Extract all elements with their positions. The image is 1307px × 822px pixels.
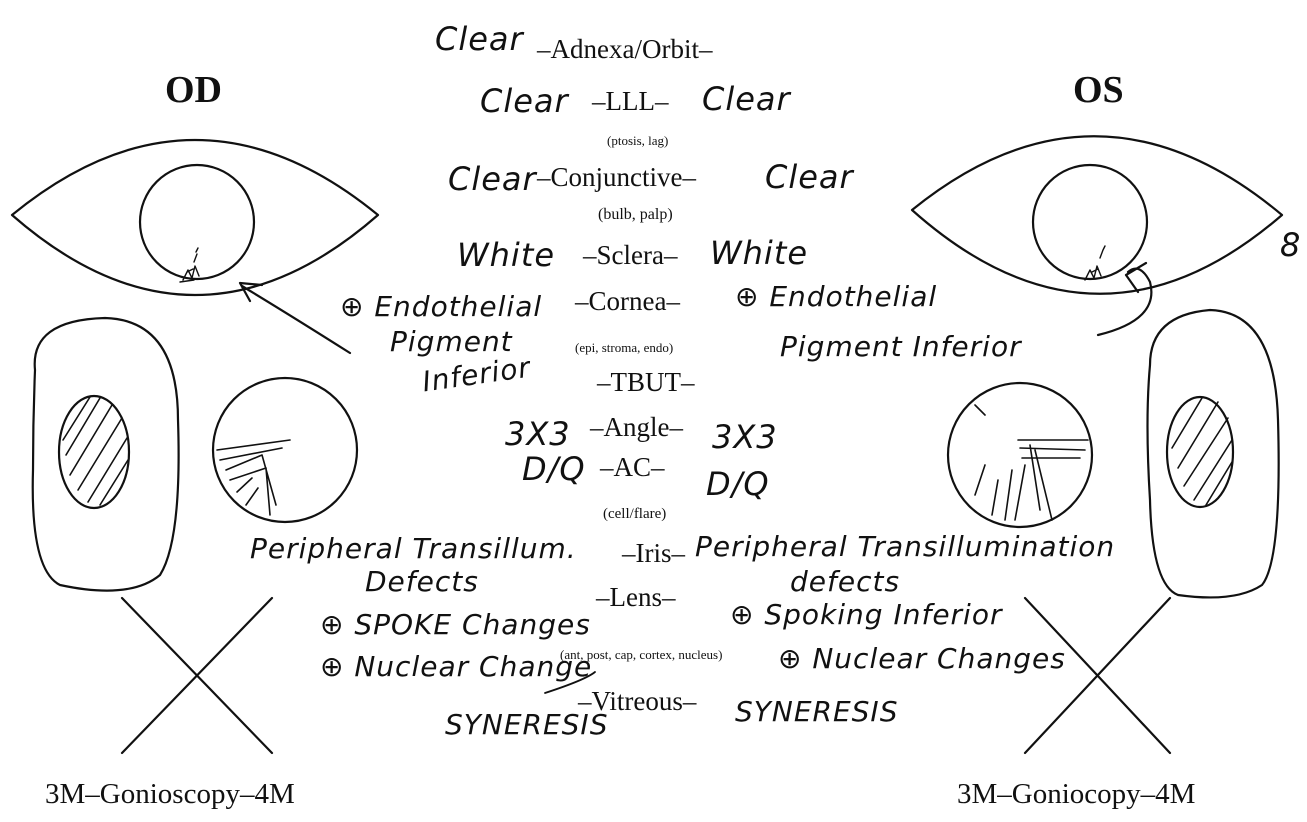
od-eye-outline [12, 140, 378, 295]
lll-od-value: Clear [480, 82, 569, 120]
lll-sublabel: (ptosis, lag) [607, 133, 668, 149]
lll-os-value: Clear [702, 80, 791, 118]
cornea-sublabel: (epi, stroma, endo) [575, 340, 673, 356]
iris-od-line1: Peripheral Transillum. [250, 532, 577, 565]
ac-label: –AC– [600, 452, 665, 483]
vitreous-od-value: SYNERESIS [445, 708, 608, 741]
lens-label: –Lens– [596, 582, 675, 613]
cornea-os-line2: Pigment Inferior [780, 330, 1022, 363]
vitreous-os-value: SYNERESIS [735, 695, 898, 728]
cornea-od-line1: ⊕ Endothelial [340, 290, 542, 323]
os-arrowhead [1126, 263, 1146, 292]
angle-os-value: 3X3 [712, 418, 778, 456]
lens-od-line2: ⊕ Nuclear Change [320, 650, 592, 683]
sclera-label: –Sclera– [583, 240, 677, 271]
margin-mark: 8 [1280, 226, 1301, 264]
os-cornea-circle [1033, 165, 1147, 279]
conjunctive-sublabel: (bulb, palp) [598, 206, 673, 224]
conj-od-value: Clear [448, 160, 537, 198]
gonioscopy-od-footer: 3M–Gonioscopy–4M [45, 778, 295, 811]
od-vitreous-cross [122, 598, 272, 753]
os-gonio-circle [948, 383, 1092, 527]
ac-od-value: D/Q [522, 450, 586, 488]
angle-od-value: 3X3 [505, 415, 571, 453]
os-pigment-marks [1085, 246, 1105, 280]
sclera-os-value: White [710, 234, 808, 272]
os-vitreous-cross [1025, 598, 1170, 753]
ac-sublabel: (cell/flare) [603, 506, 666, 523]
od-gonio-circle [213, 378, 357, 522]
iris-os-line2: defects [790, 565, 900, 598]
adnexa-value: Clear [435, 20, 524, 58]
od-arrow [242, 286, 350, 353]
tbut-label: –TBUT– [597, 367, 695, 398]
gonioscopy-os-footer: 3M–Goniocopy–4M [957, 778, 1195, 811]
angle-label: –Angle– [590, 412, 683, 443]
adnexa-label: –Adnexa/Orbit– [537, 34, 712, 65]
iris-os-line1: Peripheral Transillumination [695, 530, 1115, 563]
lens-od-line1: ⊕ SPOKE Changes [320, 608, 591, 641]
lll-label: –LLL– [592, 86, 668, 117]
os-arrow [1098, 269, 1151, 335]
sclera-od-value: White [457, 236, 555, 274]
lens-os-line1: ⊕ Spoking Inferior [730, 598, 1002, 631]
iris-label: –Iris– [622, 538, 685, 569]
conjunctive-label: –Conjunctive– [537, 162, 696, 193]
ac-os-value: D/Q [706, 465, 770, 503]
lens-os-line2: ⊕ Nuclear Changes [778, 642, 1066, 675]
os-gonio-strokes [975, 405, 1088, 520]
cornea-os-line1: ⊕ Endothelial [735, 280, 937, 313]
os-header: OS [1073, 68, 1124, 112]
od-header: OD [165, 68, 222, 112]
conj-os-value: Clear [765, 158, 854, 196]
cornea-od-line2: Pigment [390, 325, 513, 358]
od-lens-oval [33, 318, 179, 591]
cornea-label: –Cornea– [575, 286, 680, 317]
od-cornea-circle [140, 165, 254, 279]
iris-od-line2: Defects [365, 565, 479, 598]
od-gonio-strokes [217, 440, 290, 515]
